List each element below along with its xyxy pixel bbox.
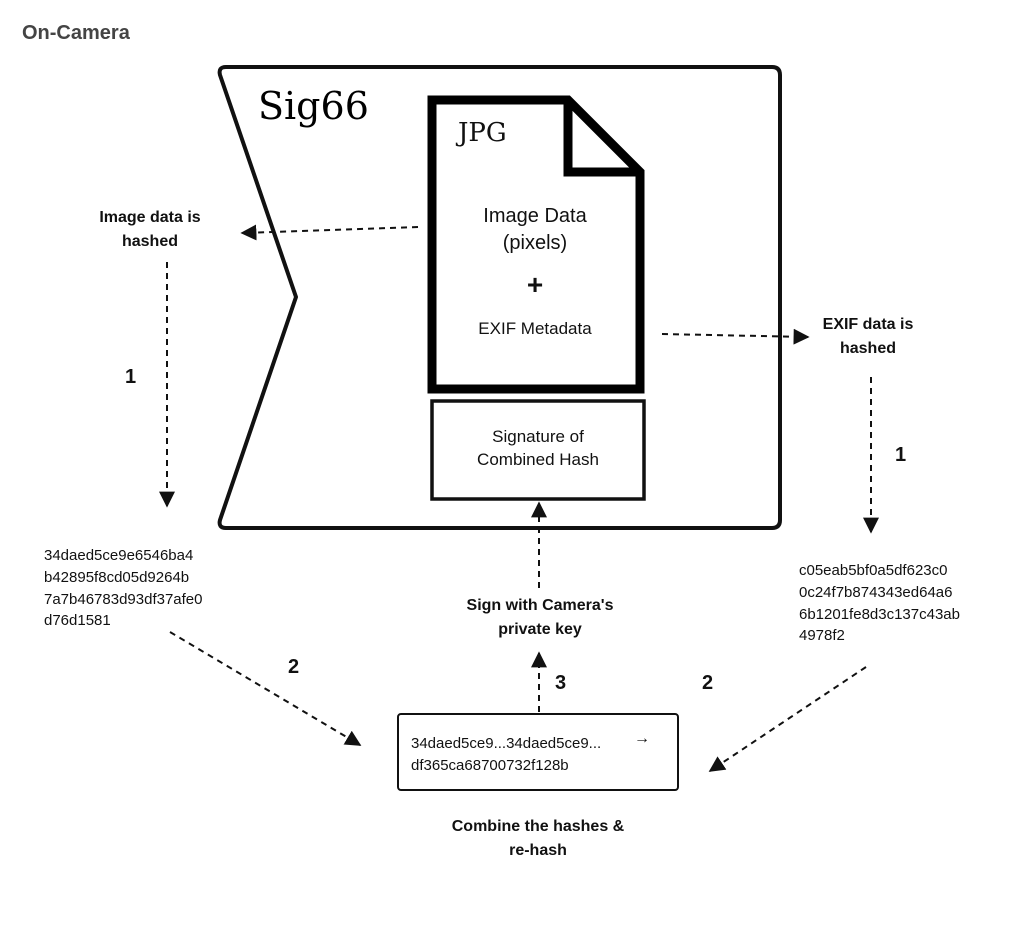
arrow-exif-to-label xyxy=(661,328,810,345)
sign-key-label: Sign with Camera's private key xyxy=(466,597,614,638)
arrow-left-to-combine xyxy=(169,631,362,746)
combined-hash-box xyxy=(397,713,679,791)
exif-metadata-label: EXIF Metadata xyxy=(478,319,592,338)
image-hash-value: 34daed5ce9e6546ba4 b42895f8cd05d9264b 7a… xyxy=(44,547,203,630)
arrow-right-icon: → xyxy=(634,730,650,747)
page-heading: On-Camera xyxy=(22,22,130,44)
file-fold-icon xyxy=(563,100,640,177)
signature-label: Signature of Combined Hash xyxy=(477,427,599,469)
plus-sign: + xyxy=(526,269,544,300)
camera-brand: Sig66 xyxy=(258,84,369,128)
arrow-image-to-label xyxy=(240,224,419,241)
right-step-1: 1 xyxy=(895,444,907,466)
combine-step-3: 3 xyxy=(555,672,567,694)
image-hashed-label: Image data is hashed xyxy=(99,209,201,250)
left-step-2: 2 xyxy=(288,656,300,678)
file-type-label: JPG xyxy=(458,118,507,148)
image-data-label: Image Data (pixels) xyxy=(483,205,587,254)
combine-label: Combine the hashes & re-hash xyxy=(451,818,625,859)
signature-box xyxy=(430,399,646,501)
right-step-2: 2 xyxy=(702,672,714,694)
exif-hashed-label: EXIF data is hashed xyxy=(822,316,914,357)
exif-hash-value: c05eab5bf0a5df623c0 0c24f7b874343ed64a6 … xyxy=(799,562,960,645)
camera-body-outline xyxy=(217,65,782,530)
arrow-right-to-combine xyxy=(708,666,867,772)
combined-hash-text: 34daed5ce9...34daed5ce9... df365ca687007… xyxy=(411,735,602,774)
left-step-1: 1 xyxy=(125,366,137,388)
